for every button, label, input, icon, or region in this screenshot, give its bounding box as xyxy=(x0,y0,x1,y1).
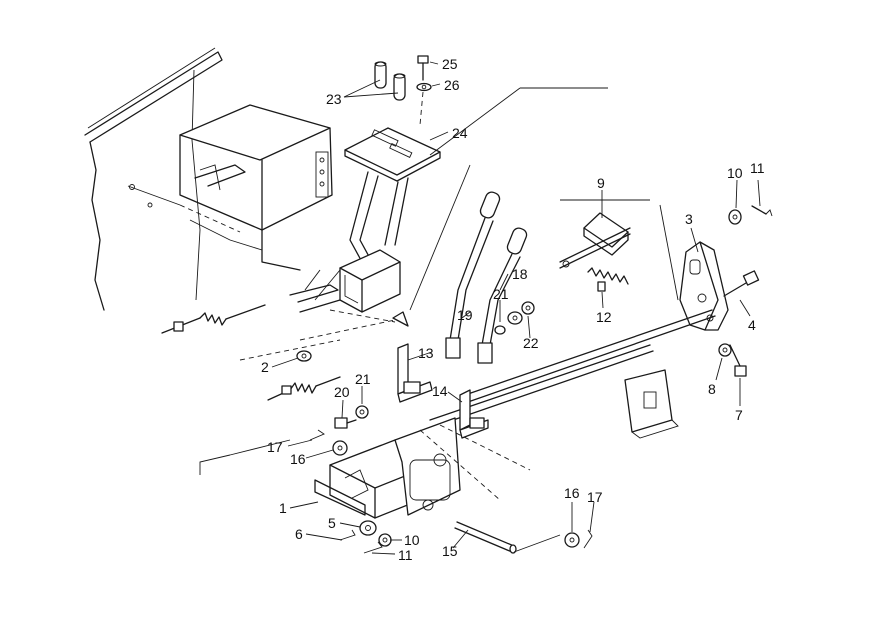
callout-22: 22 xyxy=(523,335,539,351)
spring-12 xyxy=(587,267,629,292)
lower-right-fasteners xyxy=(564,529,593,549)
callout-9: 9 xyxy=(597,175,605,191)
shaft-15 xyxy=(454,521,561,554)
leader-lines xyxy=(271,61,761,555)
callout-21-left: 21 xyxy=(355,371,371,387)
middle-brackets xyxy=(397,343,489,439)
frame-housing xyxy=(84,47,333,311)
callout-20: 20 xyxy=(334,384,350,400)
right-bracket xyxy=(679,241,729,331)
shift-levers xyxy=(445,191,528,364)
callout-labels: 1 2 3 4 5 6 7 8 9 10 10 11 11 12 13 14 1… xyxy=(261,56,765,563)
callout-1: 1 xyxy=(279,500,287,516)
long-shafts xyxy=(429,309,716,428)
callout-11-bottom: 11 xyxy=(398,547,413,563)
callout-5: 5 xyxy=(328,515,336,531)
callout-19: 19 xyxy=(457,307,473,323)
callout-4: 4 xyxy=(748,317,756,333)
callout-6: 6 xyxy=(295,526,303,542)
callout-23: 23 xyxy=(326,91,342,107)
callout-24: 24 xyxy=(452,125,468,141)
callout-8: 8 xyxy=(708,381,716,397)
callout-2: 2 xyxy=(261,359,269,375)
callout-17-right: 17 xyxy=(587,489,603,505)
separator-lines xyxy=(199,87,679,475)
callout-10-bottom: 10 xyxy=(404,532,420,548)
callout-14: 14 xyxy=(432,383,448,399)
main-bracket xyxy=(314,417,531,519)
bolt-washer-top xyxy=(416,55,432,126)
bottom-plate xyxy=(624,369,679,439)
callout-21-right: 21 xyxy=(493,286,509,302)
callout-16-left: 16 xyxy=(290,451,306,467)
callout-26: 26 xyxy=(444,77,460,93)
callout-17-left: 17 xyxy=(267,439,283,455)
callout-3: 3 xyxy=(685,211,693,227)
callout-13: 13 xyxy=(418,345,434,361)
upper-lever-bracket xyxy=(289,127,441,341)
right-fasteners xyxy=(718,205,773,377)
callout-16-right: 16 xyxy=(564,485,580,501)
callout-18: 18 xyxy=(512,266,528,282)
callout-15: 15 xyxy=(442,543,458,559)
callout-11-right: 11 xyxy=(750,160,765,176)
left-springs xyxy=(161,304,341,401)
callout-25: 25 xyxy=(442,56,458,72)
callout-7: 7 xyxy=(735,407,743,423)
callout-12: 12 xyxy=(596,309,612,325)
pedal-plate xyxy=(559,212,631,269)
callout-10-right: 10 xyxy=(727,165,743,181)
lower-left-fasteners xyxy=(309,405,392,554)
washers-22 xyxy=(494,301,535,335)
